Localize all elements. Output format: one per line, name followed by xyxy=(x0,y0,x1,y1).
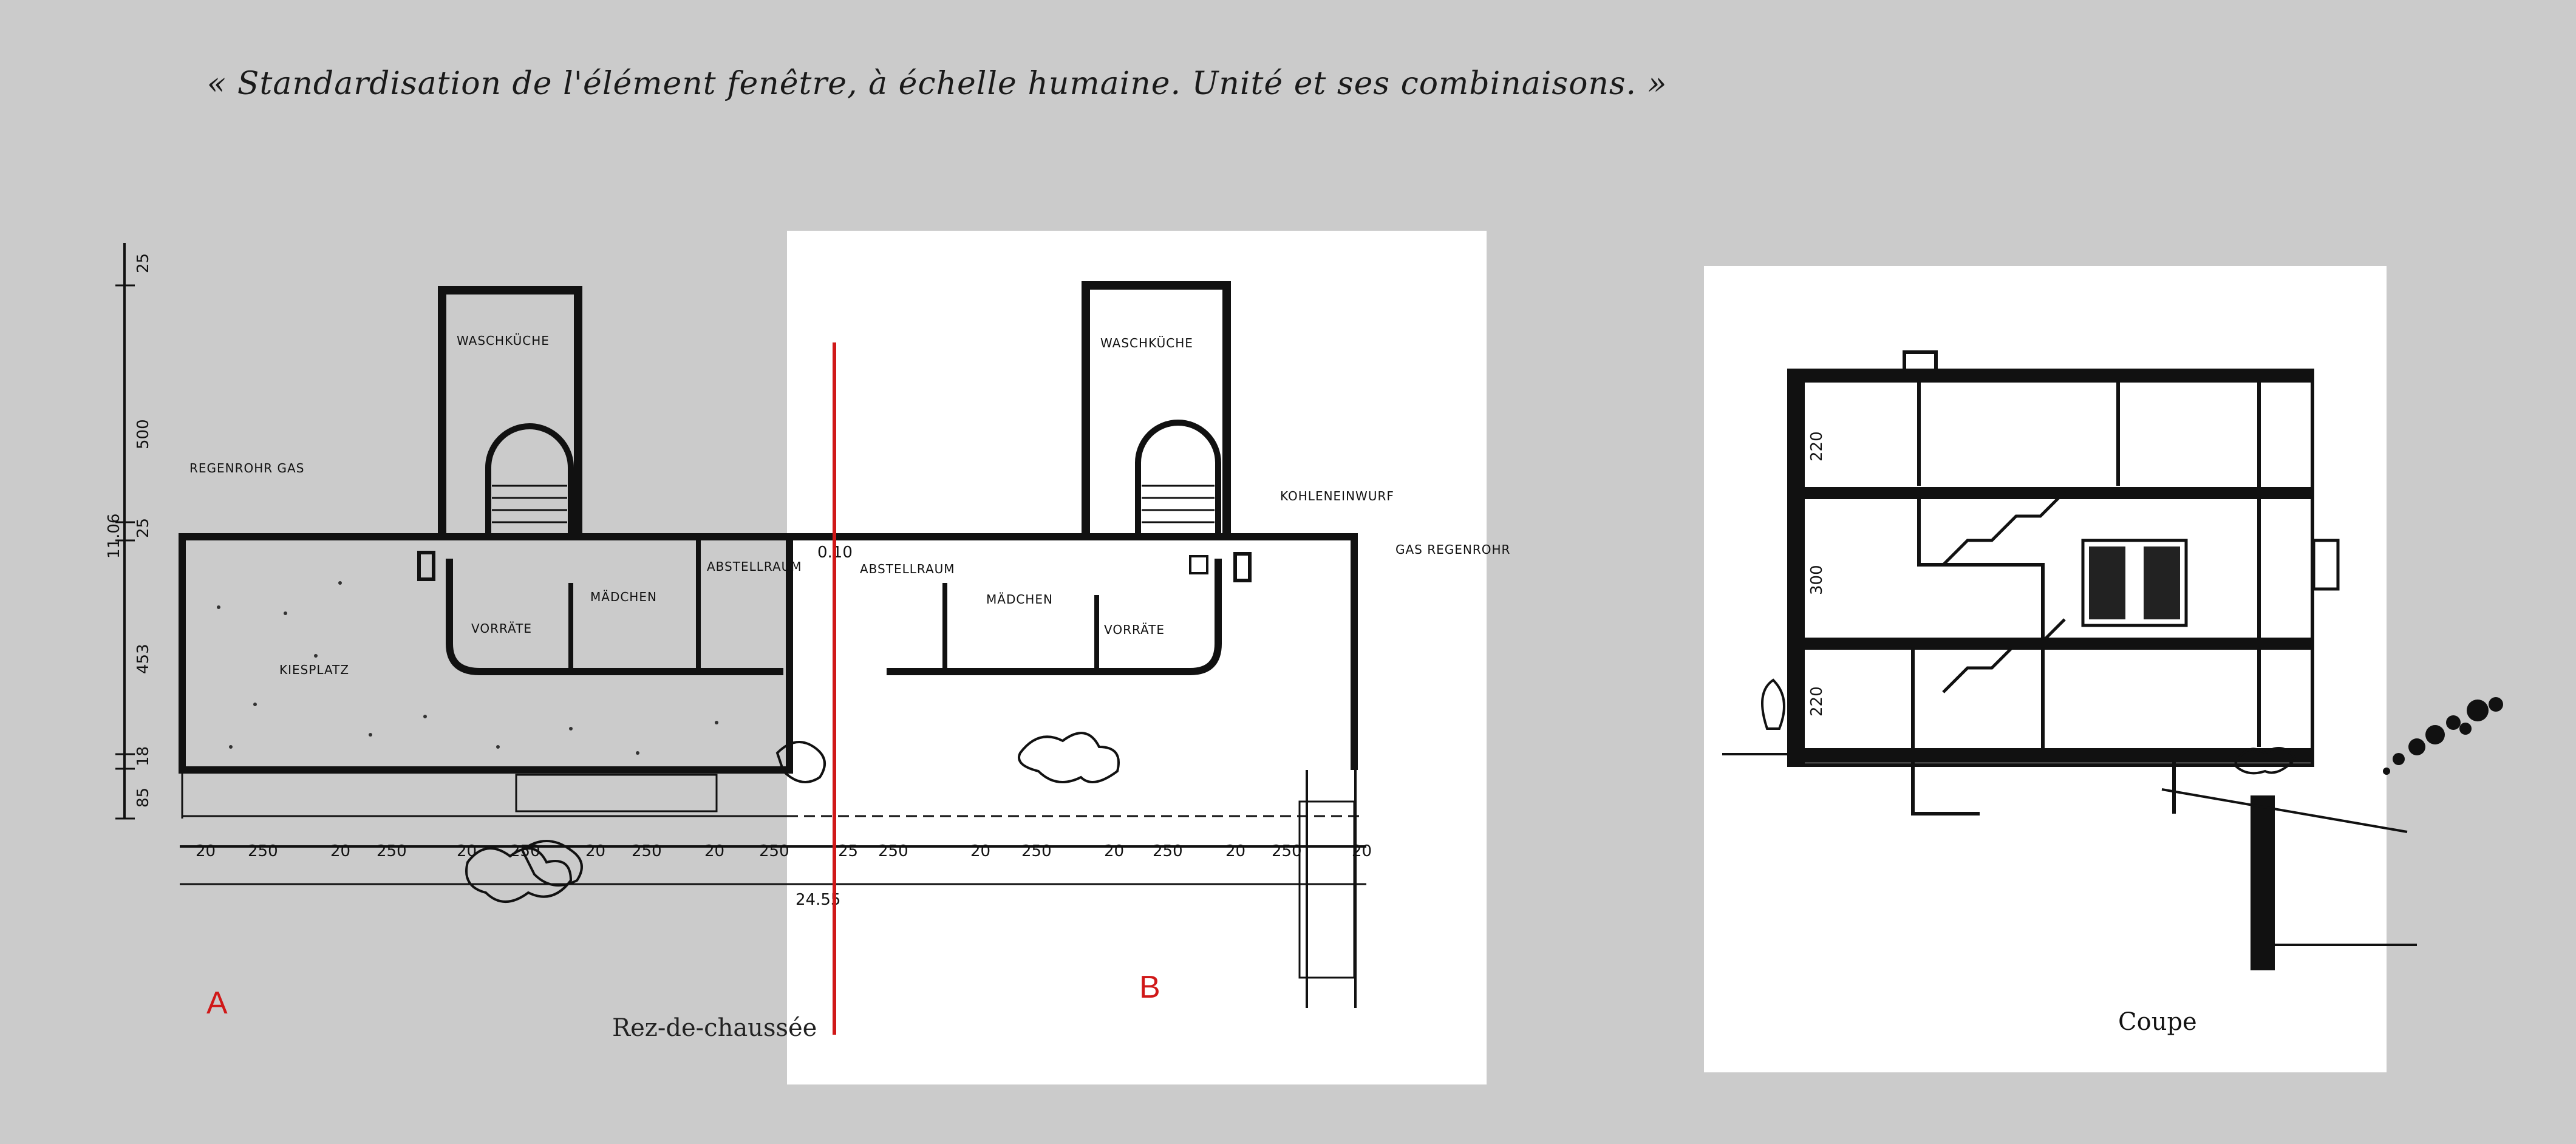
dim-v-6: 85 xyxy=(134,788,152,808)
dim-total-height: 11.06 xyxy=(105,514,123,559)
label-kiesplatz: KIESPLATZ xyxy=(279,662,349,677)
dim-v-1: 25 xyxy=(134,253,152,273)
dim-h-7: 20 xyxy=(585,842,605,860)
dim-b-6: 20 xyxy=(1225,842,1245,860)
dim-h-8: 250 xyxy=(632,842,662,860)
dim-h-9: 20 xyxy=(704,842,724,860)
dim-v-4: 453 xyxy=(134,644,152,674)
dim-h-6: 250 xyxy=(510,842,540,860)
dim-v-2: 500 xyxy=(134,419,152,449)
dim-b-5: 250 xyxy=(1153,842,1183,860)
dim-v-5: 18 xyxy=(134,746,152,766)
section-dim-2: 300 xyxy=(1808,565,1826,595)
dim-h-1: 20 xyxy=(196,842,216,860)
label-gas-regenrohr: GAS REGENROHR xyxy=(1395,542,1510,557)
label-regenrohr-a: REGENROHR GAS xyxy=(189,461,304,475)
plan-a: WASCHKÜCHE REGENROHR GAS VORRÄTE MÄDCHEN… xyxy=(105,243,858,903)
figure-caption: « Standardisation de l'élément fenêtre, … xyxy=(206,66,1668,102)
label-maedchen-a: MÄDCHEN xyxy=(590,590,657,604)
section-drawing: 220 300 220 xyxy=(1722,350,2503,970)
plan-b: WASCHKÜCHE KOHLENEINWURF GAS REGENROHR A… xyxy=(775,281,1510,1008)
dim-h-10: 250 xyxy=(759,842,789,860)
label-kohleneinwurf: KOHLENEINWURF xyxy=(1280,489,1394,503)
label-abstellraum-a: ABSTELLRAUM xyxy=(707,559,802,574)
dim-h-4: 250 xyxy=(377,842,407,860)
dim-b-8: 20 xyxy=(1352,842,1372,860)
section-dim-1: 220 xyxy=(1808,431,1826,461)
marker-b: B xyxy=(1139,970,1160,1005)
label-vorraete-b: VORRÄTE xyxy=(1104,622,1165,637)
label-vorraete-a: VORRÄTE xyxy=(471,621,532,636)
section-dim-3: 220 xyxy=(1808,686,1826,717)
dim-h-5: 20 xyxy=(457,842,477,860)
section-caption: Coupe xyxy=(2118,1008,2197,1036)
marker-a: A xyxy=(206,986,228,1021)
label-waschkueche-a: WASCHKÜCHE xyxy=(457,333,550,348)
label-waschkueche-b: WASCHKÜCHE xyxy=(1100,336,1193,350)
dim-b-1: 250 xyxy=(878,842,908,860)
dim-b-3: 250 xyxy=(1021,842,1052,860)
dim-h-11: 25 xyxy=(838,842,858,860)
dim-v-3: 25 xyxy=(134,518,152,538)
ground-floor-caption: Rez-de-chaussée xyxy=(612,1014,817,1042)
dim-b-7: 250 xyxy=(1272,842,1302,860)
dim-b-4: 20 xyxy=(1104,842,1124,860)
label-abstellraum-b: ABSTELLRAUM xyxy=(860,562,955,576)
dim-h-3: 20 xyxy=(330,842,350,860)
label-maedchen-b: MÄDCHEN xyxy=(986,592,1053,607)
dim-h-2: 250 xyxy=(248,842,278,860)
dim-b-2: 20 xyxy=(970,842,990,860)
plan-b-panel xyxy=(787,231,1487,1084)
